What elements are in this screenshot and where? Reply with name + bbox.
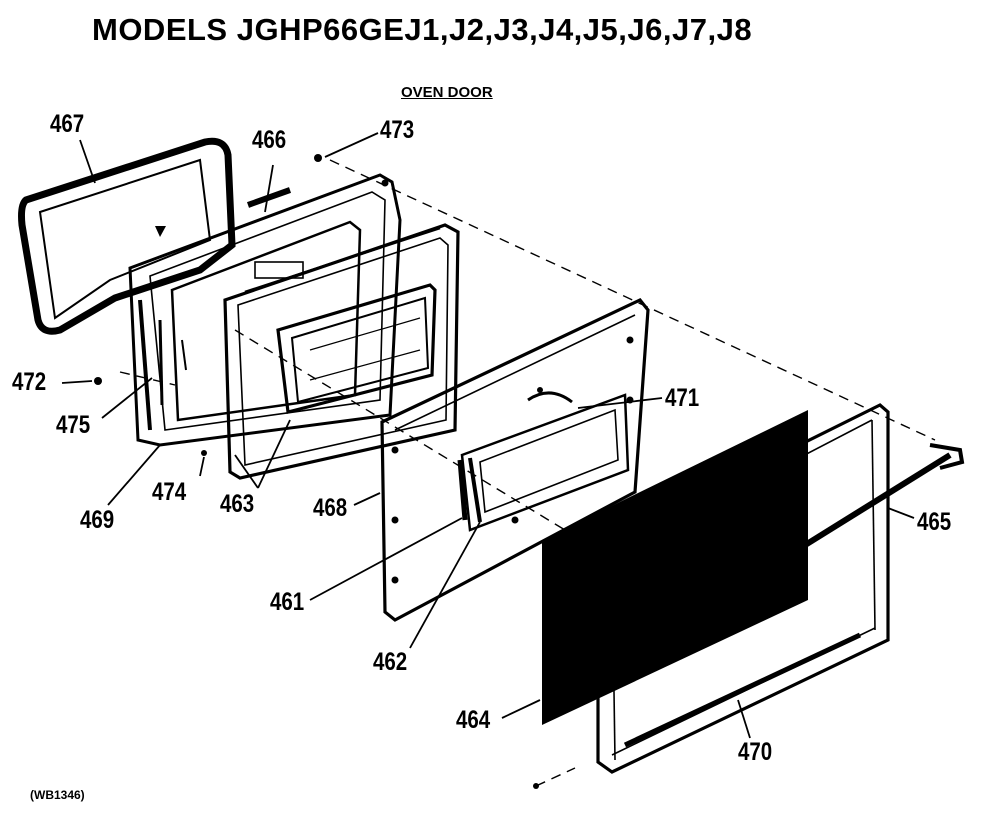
diagram-subtitle: OVEN DOOR (401, 84, 493, 101)
part-label-469: 469 (80, 506, 115, 534)
part-window-glass-463 (223, 223, 460, 480)
part-label-473: 473 (380, 116, 415, 144)
part-label-468: 468 (313, 494, 348, 522)
part-inner-liner-469 (128, 173, 402, 447)
part-door-panel-468 (380, 298, 650, 622)
part-outer-door-470 (596, 403, 890, 774)
part-label-461: 461 (270, 588, 305, 616)
diagram-title: MODELS JGHP66GEJ1,J2,J3,J4,J5,J6,J7,J8 (92, 12, 753, 47)
part-label-472: 472 (12, 368, 47, 396)
part-label-474: 474 (152, 478, 187, 506)
part-label-475: 475 (56, 411, 91, 439)
part-label-463: 463 (220, 490, 255, 518)
part-black-glass-464 (542, 410, 808, 725)
part-label-471: 471 (665, 384, 700, 412)
part-label-470: 470 (738, 738, 773, 766)
part-label-466: 466 (252, 126, 287, 154)
hardware-screws (94, 154, 539, 789)
part-label-465: 465 (917, 508, 952, 536)
drawing-code: (WB1346) (30, 788, 85, 802)
part-label-464: 464 (456, 706, 491, 734)
part-gasket-467 (18, 137, 236, 335)
part-label-462: 462 (373, 648, 408, 676)
part-label-467: 467 (50, 110, 85, 138)
part-handle-465 (763, 443, 965, 573)
alignment-lines (119, 159, 936, 787)
leader-lines (61, 132, 915, 739)
